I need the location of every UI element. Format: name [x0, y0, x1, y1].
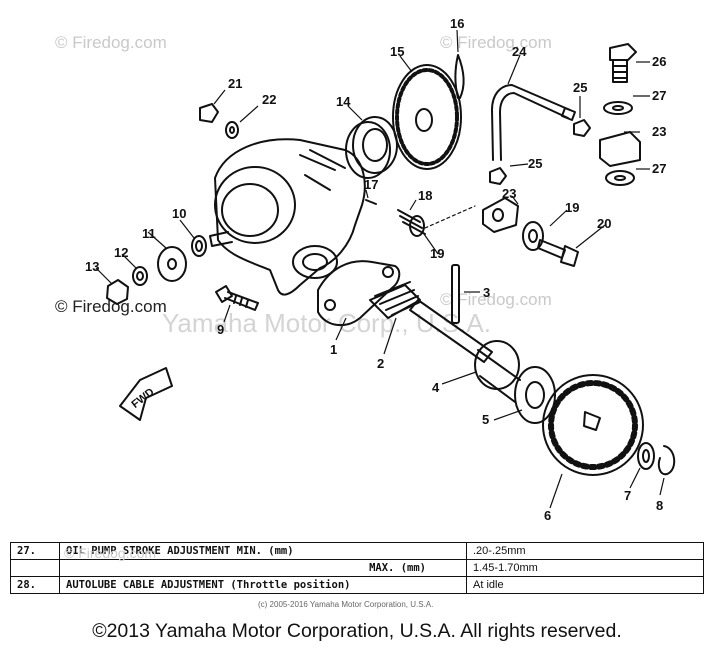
leader-lines — [95, 29, 665, 509]
watermark-firedog-table: © Firedog.com — [64, 545, 157, 561]
nut-parts-25 — [489, 119, 591, 185]
spec-value: .20-.25mm — [466, 542, 704, 560]
circlip-part-8 — [657, 445, 676, 476]
callout-21: 21 — [228, 76, 242, 91]
spec-num: 28. — [10, 576, 60, 594]
spec-desc: MAX. (mm) — [59, 559, 467, 577]
watermark-yamaha: Yamaha Motor Corp., U.S.A. — [162, 308, 491, 338]
callout-5: 5 — [482, 412, 489, 427]
pump-housing — [209, 138, 366, 296]
watermark-firedog-mid-right: © Firedog.com — [440, 290, 552, 309]
callout-25-a: 25 — [573, 80, 587, 95]
callout-2: 2 — [377, 356, 384, 371]
seal-parts-19 — [409, 215, 544, 251]
spec-num: 27. — [10, 542, 60, 560]
shaft-part-4 — [409, 299, 521, 403]
callout-23-a: 23 — [652, 124, 666, 139]
callout-18: 18 — [418, 188, 432, 203]
callout-24: 24 — [512, 44, 527, 59]
worm-gear-part-2 — [369, 281, 421, 319]
watermark-firedog-top-right: © Firedog.com — [440, 33, 552, 52]
callout-20: 20 — [597, 216, 611, 231]
screw-parts-21-22 — [199, 103, 239, 139]
callout-8: 8 — [656, 498, 663, 513]
bolt-part-26 — [609, 43, 637, 83]
spec-desc: OIL PUMP STROKE ADJUSTMENT MIN. (mm) — [59, 542, 467, 560]
cotter-pin-part-16 — [454, 54, 465, 99]
callout-13: 13 — [85, 259, 99, 274]
washer-part-7 — [637, 442, 655, 470]
spec-table: 27. OIL PUMP STROKE ADJUSTMENT MIN. (mm)… — [10, 542, 704, 594]
spec-row: MAX. (mm) 1.45-1.70mm — [10, 559, 704, 577]
callout-10: 10 — [172, 206, 186, 221]
callout-11: 11 — [142, 226, 156, 241]
callout-22: 22 — [262, 92, 276, 107]
oil-pump-exploded-diagram: © Firedog.com © Firedog.com © Firedog.co… — [55, 16, 676, 523]
callout-26: 26 — [652, 54, 666, 69]
small-copyright: (c) 2005-2016 Yamaha Motor Corporation, … — [258, 600, 434, 609]
cable-part-24 — [491, 84, 576, 161]
callout-3: 3 — [483, 285, 490, 300]
spec-num — [10, 559, 60, 577]
callout-15: 15 — [390, 44, 404, 59]
gasket-part-1 — [317, 260, 401, 327]
drive-gear-part-6 — [542, 374, 644, 476]
callout-9: 9 — [217, 322, 224, 337]
callout-numbers: 1 2 3 4 5 6 7 8 9 10 11 12 13 14 15 16 1… — [85, 16, 666, 523]
bolt-part-9 — [215, 285, 259, 311]
connection-line — [424, 205, 476, 229]
washers-part-27 — [603, 101, 635, 186]
bearing-part-14 — [345, 116, 398, 179]
callout-17: 17 — [364, 177, 378, 192]
callout-19-a: 19 — [430, 246, 444, 261]
footer-copyright: ©2013 Yamaha Motor Corporation, U.S.A. A… — [92, 620, 622, 642]
gear-part-15 — [392, 64, 462, 170]
spec-desc: AUTOLUBE CABLE ADJUSTMENT (Throttle posi… — [59, 576, 467, 594]
callout-23-b: 23 — [502, 186, 516, 201]
callout-12: 12 — [114, 245, 128, 260]
callout-27-b: 27 — [652, 161, 666, 176]
small-parts-10-13 — [106, 235, 207, 305]
callout-6: 6 — [544, 508, 551, 523]
adjuster-parts-23 — [482, 131, 641, 233]
spring-parts-17-18 — [365, 199, 426, 235]
spec-value: At idle — [466, 576, 704, 594]
watermark-firedog-mid-left: © Firedog.com — [55, 297, 167, 316]
pin-part-3 — [451, 264, 460, 324]
callout-16: 16 — [450, 16, 464, 31]
callout-27-a: 27 — [652, 88, 666, 103]
collar-part-5 — [514, 366, 556, 424]
callout-4: 4 — [432, 380, 440, 395]
spec-value: 1.45-1.70mm — [466, 559, 704, 577]
callout-1: 1 — [330, 342, 337, 357]
watermark-firedog-top-left: © Firedog.com — [55, 33, 167, 52]
callout-7: 7 — [624, 488, 631, 503]
callout-14: 14 — [336, 94, 351, 109]
callout-19-b: 19 — [565, 200, 579, 215]
fwd-arrow — [119, 367, 173, 421]
spec-row: 28. AUTOLUBE CABLE ADJUSTMENT (Throttle … — [10, 576, 704, 594]
bolt-part-20 — [537, 239, 579, 267]
callout-25-b: 25 — [528, 156, 542, 171]
